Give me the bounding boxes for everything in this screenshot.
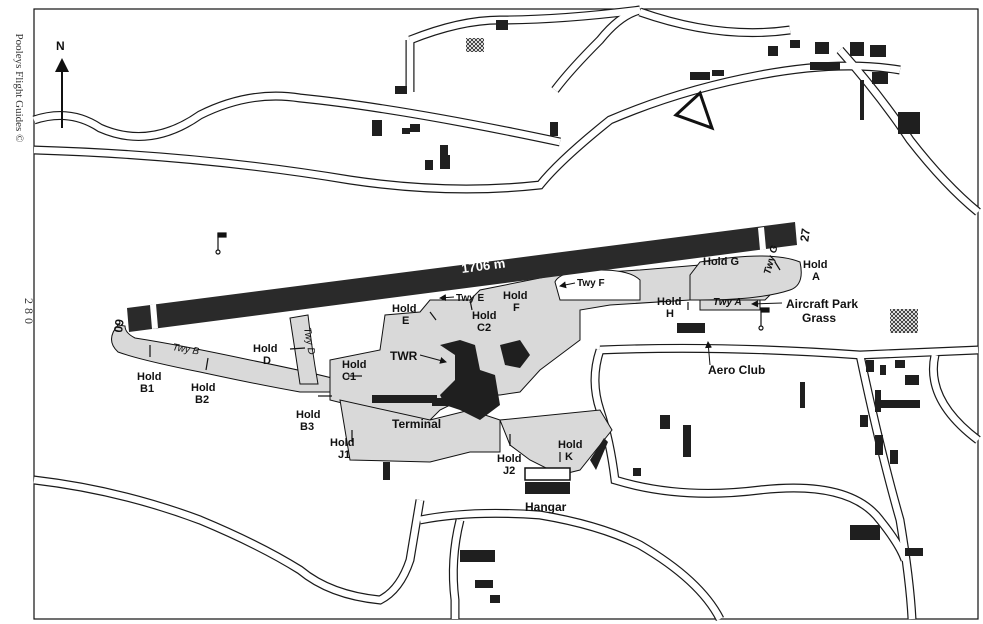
hangar-label: Hangar — [525, 500, 567, 514]
twy-d-label: Twy D — [301, 327, 317, 356]
hold-bars — [149, 261, 781, 462]
runway: 1706 m 09 27 — [111, 222, 813, 333]
windsock-icon — [215, 232, 770, 331]
twr-label: TWR — [390, 349, 418, 363]
runway-end-09: 09 — [111, 318, 127, 333]
runway-length-label: 1706 m — [460, 255, 506, 275]
chart-frame — [33, 8, 979, 620]
north-label: N — [56, 39, 65, 53]
taxiways — [111, 255, 802, 476]
pointer-arrows — [419, 281, 783, 366]
twy-e-label: Twy E — [456, 293, 484, 304]
roads — [32, 5, 981, 622]
terminal-label: Terminal — [392, 417, 441, 431]
hangar-building — [524, 467, 571, 481]
triangle-structure — [673, 90, 715, 131]
twy-f-label: Twy F — [577, 278, 605, 289]
aero-club-label: Aero Club — [708, 363, 765, 377]
hold-g-label: Hold G — [703, 256, 739, 268]
runway-end-27: 27 — [797, 227, 813, 242]
twy-b-label: Twy B — [171, 342, 200, 358]
twy-a-label: Twy A — [713, 297, 742, 308]
buildings — [372, 20, 923, 603]
